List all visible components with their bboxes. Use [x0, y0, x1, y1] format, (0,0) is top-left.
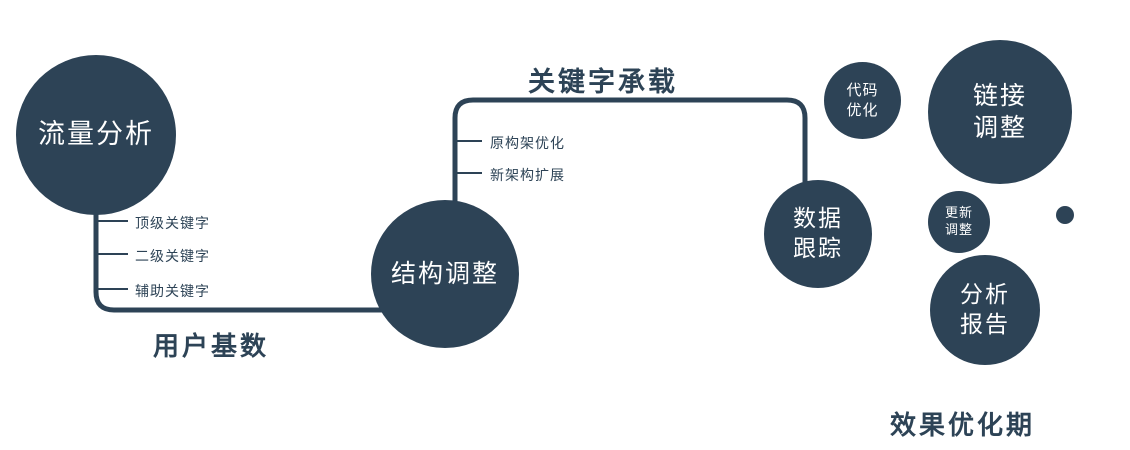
node-link-adjustment-line2: 调整	[972, 114, 1027, 142]
branch-label-auxiliary-keywords: 辅助关键字	[135, 283, 210, 299]
edge-label-effect-optimization-phase: 效果优化期	[890, 410, 1036, 440]
node-data-tracking-line1: 数据	[793, 205, 843, 232]
node-structure-adjustment: 结构调整	[371, 200, 519, 348]
node-small-dot	[1056, 206, 1074, 224]
node-analysis-report-line1: 分析	[960, 281, 1010, 308]
node-code-optimization-line2: 优化	[846, 101, 879, 119]
branch-label-original-framework-optimization: 原构架优化	[490, 135, 565, 151]
branch-label-new-framework-expansion: 新架构扩展	[490, 167, 565, 183]
node-link-adjustment: 链接 调整	[928, 40, 1072, 184]
node-update-adjustment-line2: 调整	[944, 222, 973, 237]
node-analysis-report-line2: 报告	[960, 311, 1010, 337]
node-code-optimization-line1: 代码	[846, 82, 879, 99]
branch-label-top-keywords: 顶级关键字	[135, 215, 210, 231]
branch-label-secondary-keywords: 二级关键字	[135, 248, 210, 264]
node-data-tracking-line2: 跟踪	[793, 235, 843, 261]
node-data-tracking: 数据 跟踪	[764, 180, 872, 288]
edge-label-user-base: 用户基数	[153, 331, 270, 361]
node-structure-adjustment-label: 结构调整	[390, 259, 499, 288]
node-analysis-report: 分析 报告	[930, 255, 1040, 365]
node-traffic-analysis: 流量分析	[16, 55, 176, 215]
edge-label-keyword-load: 关键字承载	[528, 67, 678, 97]
node-update-adjustment-line1: 更新	[944, 205, 973, 221]
node-link-adjustment-line1: 链接	[972, 81, 1027, 110]
node-update-adjustment: 更新 调整	[928, 191, 990, 253]
node-traffic-analysis-label: 流量分析	[38, 119, 154, 150]
node-code-optimization: 代码 优化	[824, 62, 901, 139]
connector-traffic-to-structure	[93, 185, 412, 313]
connector-structure-to-tracking	[452, 97, 808, 225]
